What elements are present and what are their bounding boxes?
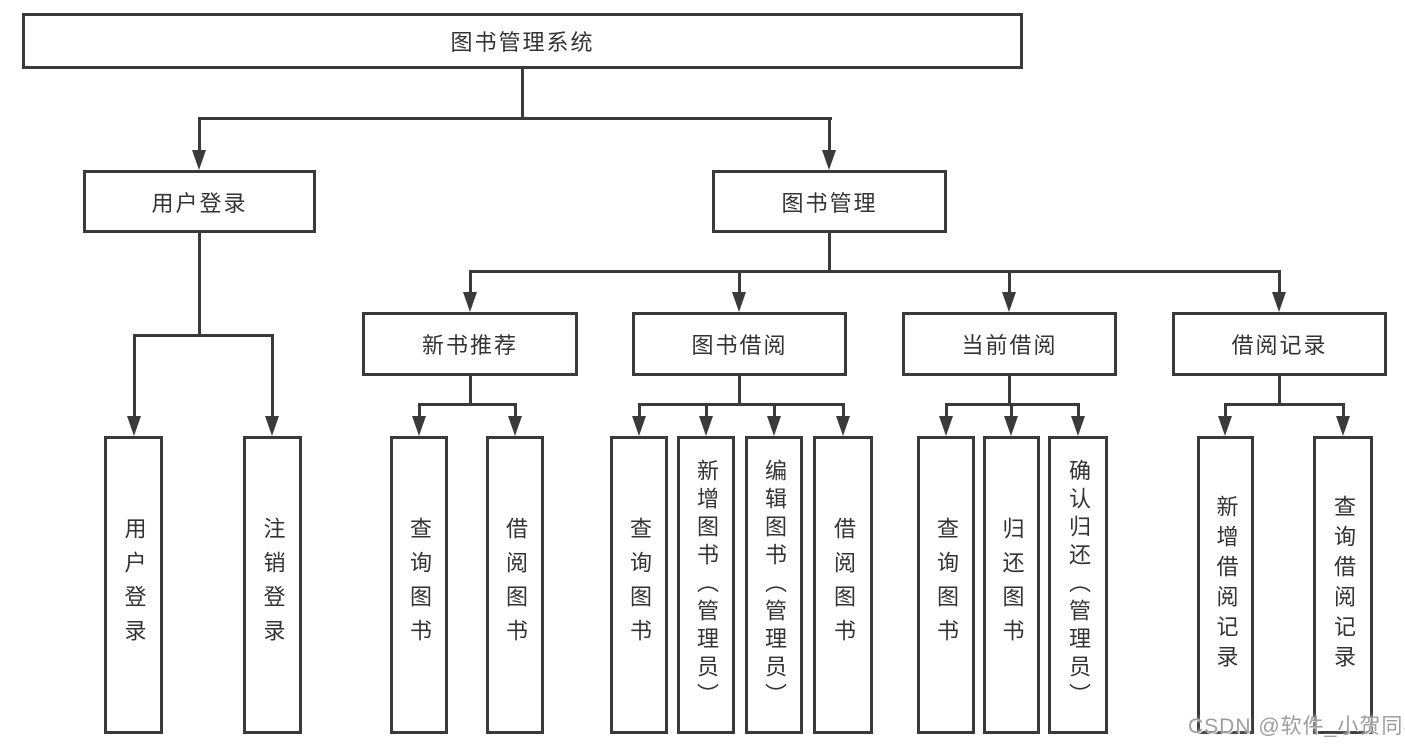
arrowhead-down-icon bbox=[265, 416, 279, 436]
node-library-management-system: 图书管理系统 bbox=[22, 13, 1023, 69]
connector-line-vertical bbox=[520, 69, 524, 118]
leaf-edit-book-admin: 编辑图书（管理员） bbox=[745, 436, 803, 734]
node-label: 图书借阅 bbox=[691, 333, 788, 358]
arrowhead-down-icon bbox=[1336, 416, 1350, 436]
arrowhead-down-icon bbox=[1004, 416, 1018, 436]
node-label: 新书推荐 bbox=[421, 333, 518, 358]
node-book-management: 图书管理 bbox=[712, 170, 947, 233]
node-book-borrow: 图书借阅 bbox=[632, 312, 847, 376]
leaf-query-borrow-record: 查询借阅记录 bbox=[1313, 436, 1373, 734]
leaf-add-book-admin: 新增图书（管理员） bbox=[677, 436, 735, 734]
connector-line-vertical bbox=[737, 270, 741, 298]
connector-line-horizontal bbox=[469, 270, 1281, 273]
leaf-label: 新增借阅记录 bbox=[1213, 495, 1239, 675]
node-label: 当前借阅 bbox=[961, 333, 1058, 358]
connector-line-vertical bbox=[513, 403, 517, 419]
leaf-query-books-recommend: 查询图书 bbox=[390, 436, 448, 734]
node-user-login: 用户登录 bbox=[83, 170, 316, 233]
leaf-label: 借阅图书 bbox=[831, 517, 856, 653]
leaf-confirm-return-admin: 确认归还（管理员） bbox=[1048, 436, 1108, 734]
leaf-label: 新增图书（管理员） bbox=[694, 459, 719, 711]
connector-line-vertical bbox=[827, 233, 831, 272]
connector-line-horizontal bbox=[1224, 403, 1344, 406]
leaf-add-borrow-record: 新增借阅记录 bbox=[1197, 436, 1254, 734]
connector-line-vertical bbox=[468, 270, 472, 298]
leaf-label: 归还图书 bbox=[999, 517, 1025, 653]
arrowhead-down-icon bbox=[1272, 292, 1286, 312]
arrowhead-down-icon bbox=[1218, 416, 1232, 436]
node-new-book-recommend: 新书推荐 bbox=[362, 312, 578, 376]
arrowhead-down-icon bbox=[127, 416, 141, 436]
leaf-label: 确认归还（管理员） bbox=[1066, 459, 1091, 711]
arrowhead-down-icon bbox=[822, 150, 836, 170]
connector-line-vertical bbox=[841, 403, 845, 419]
connector-line-vertical bbox=[270, 334, 274, 418]
node-borrow-records: 借阅记录 bbox=[1172, 312, 1387, 376]
connector-line-vertical bbox=[197, 233, 201, 336]
connector-line-vertical bbox=[944, 403, 948, 419]
connector-line-vertical bbox=[1341, 403, 1345, 419]
leaf-borrow-books: 借阅图书 bbox=[813, 436, 873, 734]
connector-line-horizontal bbox=[418, 403, 517, 406]
connector-line-vertical bbox=[132, 334, 136, 418]
leaf-label: 借阅图书 bbox=[503, 517, 528, 653]
leaf-label: 用户登录 bbox=[121, 517, 147, 653]
connector-line-vertical bbox=[1277, 270, 1281, 298]
connector-line-vertical bbox=[827, 117, 831, 155]
connector-line-vertical bbox=[417, 403, 421, 419]
connector-line-vertical bbox=[1223, 403, 1227, 419]
connector-line-vertical bbox=[737, 376, 741, 405]
leaf-return-book: 归还图书 bbox=[983, 436, 1040, 734]
connector-line-vertical bbox=[1007, 376, 1011, 405]
node-current-borrow: 当前借阅 bbox=[902, 312, 1117, 376]
node-label: 图书管理 bbox=[781, 190, 878, 216]
leaf-label: 注销登录 bbox=[260, 517, 286, 653]
arrowhead-down-icon bbox=[1002, 292, 1016, 312]
leaf-label: 编辑图书（管理员） bbox=[762, 459, 787, 711]
connector-line-vertical bbox=[1076, 403, 1080, 419]
node-label: 用户登录 bbox=[151, 190, 248, 216]
connector-line-vertical bbox=[468, 376, 472, 405]
arrowhead-down-icon bbox=[412, 416, 426, 436]
arrowhead-down-icon bbox=[699, 416, 713, 436]
connector-line-vertical bbox=[772, 403, 776, 419]
leaf-label: 查询图书 bbox=[407, 517, 432, 653]
node-label: 借阅记录 bbox=[1231, 333, 1328, 358]
connector-line-vertical bbox=[1277, 376, 1281, 405]
leaf-label: 查询借阅记录 bbox=[1331, 495, 1356, 675]
leaf-query-books-borrow: 查询图书 bbox=[610, 436, 668, 734]
connector-line-vertical bbox=[1009, 403, 1013, 419]
connector-line-vertical bbox=[637, 403, 641, 419]
arrowhead-down-icon bbox=[508, 416, 522, 436]
connector-line-horizontal bbox=[133, 334, 274, 337]
connector-line-horizontal bbox=[638, 403, 844, 406]
connector-line-vertical bbox=[197, 117, 201, 155]
csdn-watermark: CSDN @软件_小贺同学 bbox=[1188, 715, 1405, 738]
connector-line-horizontal bbox=[198, 117, 832, 120]
arrowhead-down-icon bbox=[939, 416, 953, 436]
connector-line-vertical bbox=[704, 403, 708, 419]
leaf-label: 查询图书 bbox=[934, 517, 959, 653]
connector-line-vertical bbox=[1007, 270, 1011, 298]
arrowhead-down-icon bbox=[463, 292, 477, 312]
arrowhead-down-icon bbox=[767, 416, 781, 436]
leaf-borrow-books-recommend: 借阅图书 bbox=[486, 436, 544, 734]
arrowhead-down-icon bbox=[1071, 416, 1085, 436]
leaf-label: 查询图书 bbox=[627, 517, 652, 653]
node-label: 图书管理系统 bbox=[450, 30, 595, 55]
arrowhead-down-icon bbox=[732, 292, 746, 312]
arrowhead-down-icon bbox=[836, 416, 850, 436]
arrowhead-down-icon bbox=[632, 416, 646, 436]
leaf-query-books-current: 查询图书 bbox=[917, 436, 975, 734]
arrowhead-down-icon bbox=[192, 150, 206, 170]
leaf-logout: 注销登录 bbox=[243, 436, 302, 734]
leaf-user-login: 用户登录 bbox=[104, 436, 163, 734]
